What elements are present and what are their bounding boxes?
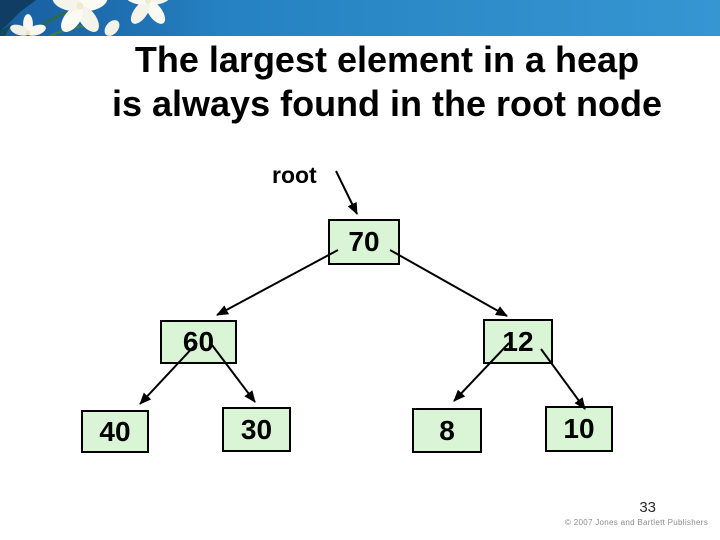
flowers-photo-decoration (0, 0, 220, 36)
node-10: 10 (545, 406, 613, 452)
slide-title-line2: is always found in the root node (111, 83, 663, 124)
banner (0, 0, 720, 36)
node-8: 8 (412, 408, 482, 453)
root-arrow (335, 170, 358, 215)
root-label: root (272, 162, 317, 188)
slide-title-line1: The largest element in a heap (134, 39, 640, 80)
slide-title: The largest element in a heap is always … (56, 38, 718, 126)
node-60: 60 (160, 320, 237, 364)
node-10-value: 10 (563, 413, 595, 444)
node-40: 40 (81, 410, 149, 453)
node-12: 12 (483, 319, 553, 364)
node-12-value: 12 (502, 325, 534, 357)
node-30: 30 (222, 407, 291, 452)
node-70: 70 (328, 219, 400, 265)
copyright-text: © 2007 Jones and Bartlett Publishers (565, 518, 708, 527)
node-70-value: 70 (348, 226, 380, 257)
page-number: 33 (639, 499, 656, 516)
node-60-value: 60 (182, 326, 215, 357)
node-40-value: 40 (99, 415, 131, 447)
edge-70-60 (216, 249, 339, 316)
node-30-value: 30 (240, 413, 273, 445)
edge-70-12 (389, 249, 508, 317)
node-8-value: 8 (439, 414, 455, 446)
